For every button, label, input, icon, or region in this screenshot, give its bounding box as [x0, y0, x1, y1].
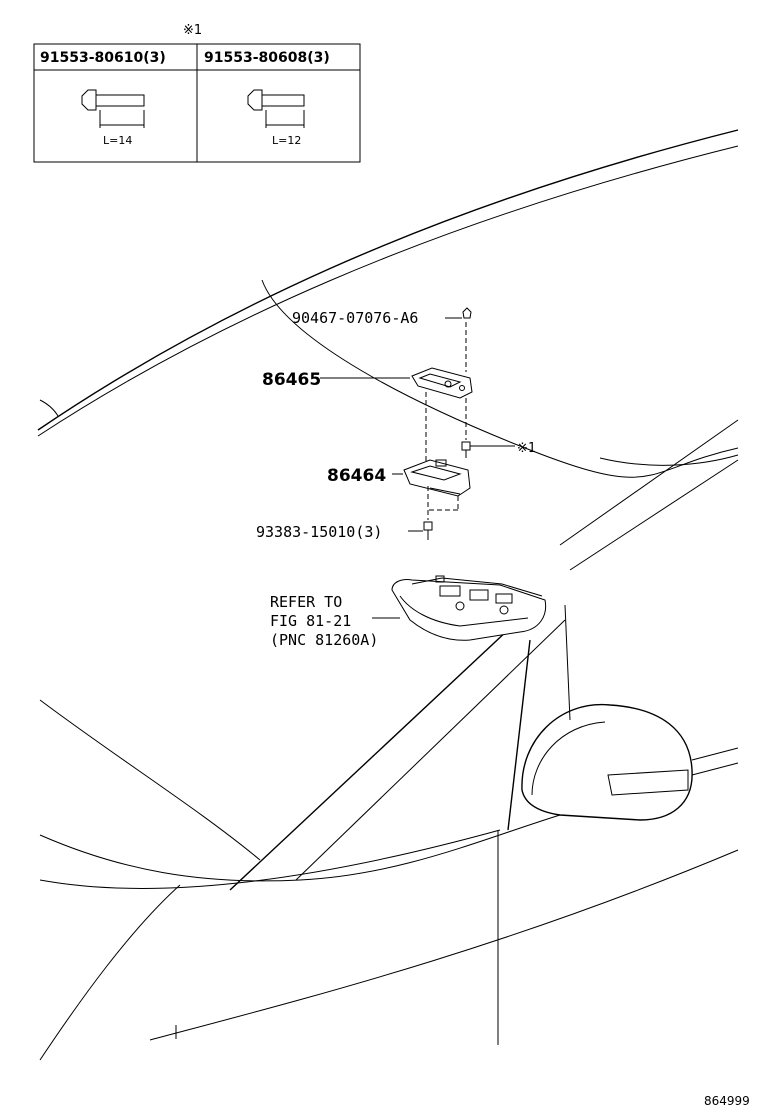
bolt-l14-icon [81, 89, 145, 128]
table-col2-part-number: 91553-80608(3) [204, 50, 330, 66]
diagram-code: 864999 [704, 1094, 750, 1108]
label-refer-line1: REFER TO [270, 593, 342, 611]
label-bolt-marker: ※1 [517, 441, 536, 456]
screw-part [408, 521, 433, 540]
label-module: 86464 [327, 466, 386, 486]
clip-part [445, 307, 472, 319]
overhead-console [372, 575, 547, 641]
module-part [392, 459, 471, 497]
headliner-curve [261, 279, 739, 478]
a-pillar-rear [295, 619, 566, 881]
bracket-part [320, 367, 473, 399]
dash-line [39, 699, 261, 861]
table-col1-part-number: 91553-80610(3) [40, 50, 166, 66]
label-refer-line2: FIG 81-21 [270, 612, 351, 630]
bolt-l12-length: L=12 [272, 134, 301, 147]
roof-edge-inner [37, 145, 739, 437]
side-mirror [521, 703, 693, 821]
a-pillar-front [229, 599, 541, 891]
label-bracket: 86465 [262, 370, 321, 390]
fastener-table: ※1 91553-80610(3) 91553-80608(3) L=14 L=… [33, 23, 361, 163]
label-refer-line3: (PNC 81260A) [270, 631, 378, 649]
door-frame [507, 639, 531, 831]
fender-line [149, 849, 739, 1041]
vehicle-outline [37, 129, 739, 1061]
mirror-indicator [607, 769, 689, 796]
label-clip: 90467-07076-A6 [292, 309, 418, 327]
bolt-part [461, 441, 515, 458]
roof-edge-outer [37, 129, 739, 431]
bolt-l12-icon [247, 89, 305, 128]
table-marker: ※1 [183, 23, 202, 38]
label-screw: 93383-15010(3) [256, 523, 382, 541]
belt-line [39, 814, 561, 882]
bolt-l14-length: L=14 [103, 134, 132, 147]
